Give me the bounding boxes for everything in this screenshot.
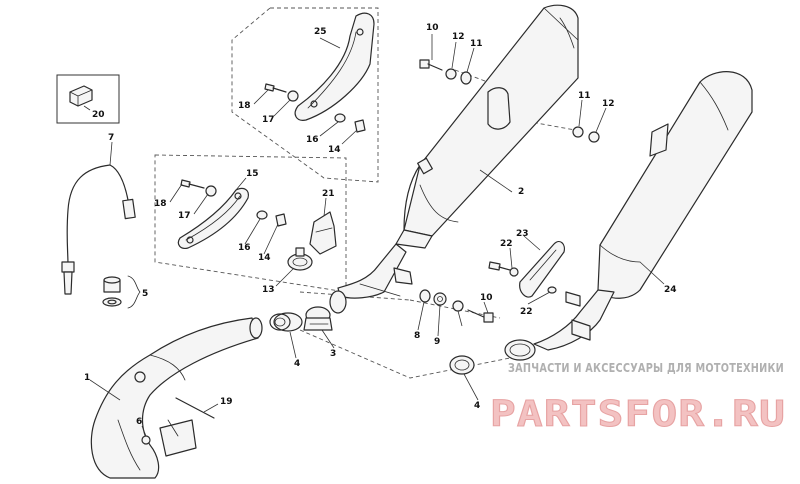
callout-2: 2 (518, 187, 524, 197)
part-1-header-pipe (90, 317, 263, 479)
callout-1: 1 (84, 373, 90, 383)
part-20-clip (56, 74, 120, 124)
callout-4-left: 4 (294, 359, 300, 369)
callout-12-right: 12 (602, 99, 615, 109)
part-14-nut-lower (275, 213, 287, 227)
part-17-washer-lower (205, 185, 217, 197)
part-8-bushing (419, 289, 431, 303)
part-3-clamp (303, 306, 333, 331)
part-25-heat-shield-upper (294, 12, 375, 121)
part-16-grommet-lower (256, 210, 268, 220)
callout-25: 25 (314, 27, 327, 37)
part-5-plug-washer (102, 275, 141, 309)
callout-17-upper: 17 (262, 115, 275, 125)
watermark-tagline: ЗАПЧАСТИ И АКСЕССУАРЫ ДЛЯ МОТОТЕХНИКИ (508, 361, 784, 375)
part-4-gasket-left (269, 312, 303, 332)
callout-11-upper: 11 (470, 39, 483, 49)
callout-4-right: 4 (474, 401, 480, 411)
part-12-washer-right (588, 131, 600, 143)
callout-14-lower: 14 (258, 253, 271, 263)
callout-7: 7 (108, 133, 114, 143)
part-16-grommet-upper (334, 113, 346, 123)
callout-22-upper: 22 (500, 239, 513, 249)
callout-18-lower: 18 (154, 199, 167, 209)
callout-10-upper: 10 (426, 23, 439, 33)
callout-8: 8 (414, 331, 420, 341)
callout-12-upper: 12 (452, 32, 465, 42)
part-22-bolt-washer (488, 261, 557, 294)
callout-17-lower: 17 (178, 211, 191, 221)
part-7-lambda-sensor (61, 164, 136, 295)
leader-lines (83, 34, 665, 437)
part-19-strap (175, 397, 215, 419)
part-24-muffler-right (504, 71, 753, 361)
callout-23: 23 (516, 229, 529, 239)
part-18-bolt-lower (180, 179, 205, 189)
part-washer-lower (452, 300, 464, 312)
callout-16-lower: 16 (238, 243, 251, 253)
part-23-heat-shield (519, 240, 565, 298)
part-4-gasket-right (449, 355, 475, 375)
watermark: ЗАПЧАСТИ И АКСЕССУАРЫ ДЛЯ МОТОТЕХНИКИ PA… (490, 361, 786, 436)
callout-13: 13 (262, 285, 275, 295)
part-9-spacer (433, 292, 447, 306)
part-13-hose-clamp (287, 247, 313, 271)
callout-18-upper: 18 (238, 101, 251, 111)
callout-19: 19 (220, 397, 233, 407)
part-12-washer-upper (445, 68, 457, 80)
callout-20: 20 (92, 110, 105, 120)
callout-labels: 25 10 12 11 11 12 20 18 17 16 14 7 15 2 … (84, 23, 677, 427)
part-2-muffler-left (329, 4, 579, 314)
callout-15: 15 (246, 169, 259, 179)
callout-6: 6 (136, 417, 142, 427)
part-17-washer-upper (287, 90, 299, 102)
part-11-bushing-right (572, 126, 584, 138)
callout-3: 3 (330, 349, 336, 359)
watermark-brand: PARTSFOR.RU (490, 394, 786, 435)
callout-21: 21 (322, 189, 335, 199)
callout-22-lower: 22 (520, 307, 533, 317)
callout-16-upper: 16 (306, 135, 319, 145)
assembly-line-lower (299, 329, 511, 379)
part-21-bracket-clamp (309, 211, 337, 255)
part-18-bolt-upper (264, 83, 287, 93)
callout-24: 24 (664, 285, 677, 295)
part-15-heat-shield-lower (177, 187, 249, 249)
callout-10-lower: 10 (480, 293, 493, 303)
callout-5: 5 (142, 289, 148, 299)
part-14-nut-upper (354, 119, 366, 133)
callout-14-upper: 14 (328, 145, 341, 155)
part-10-bolt-lower (467, 309, 494, 323)
subassembly-frame-upper (231, 7, 379, 183)
callout-11-right: 11 (578, 91, 591, 101)
part-11-bushing-upper (460, 71, 472, 85)
part-10-bolt-upper (419, 59, 443, 71)
callout-9: 9 (434, 337, 440, 347)
